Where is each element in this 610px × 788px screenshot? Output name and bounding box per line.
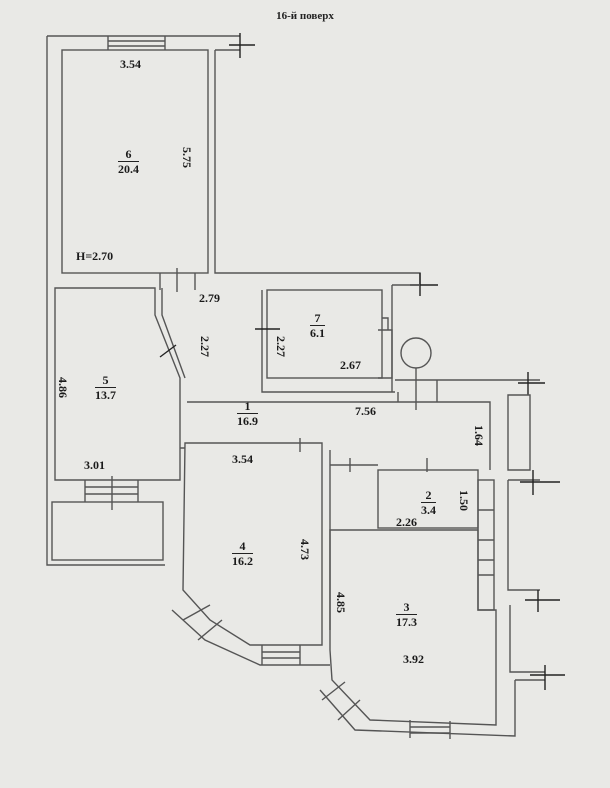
room-5-label: 5 13.7 <box>95 373 116 402</box>
dim-corridor-width: 2.79 <box>199 291 220 305</box>
dim-room7-length: 2.27 <box>274 336 288 357</box>
dim-room5-length: 4.86 <box>56 377 70 398</box>
room-2-label: 2 3.4 <box>421 488 436 517</box>
dim-room7-width: 2.67 <box>340 358 361 372</box>
room-5-outline <box>54 287 181 481</box>
ceiling-height: H=2.70 <box>76 249 114 263</box>
dim-room6-width: 3.54 <box>120 57 141 71</box>
dim-room4-length: 4.73 <box>298 539 312 560</box>
dim-room5-width: 3.01 <box>84 458 105 472</box>
dim-room3-width: 3.92 <box>403 652 424 666</box>
dim-corridor-length: 2.27 <box>198 336 212 357</box>
room-3-outline <box>329 529 497 726</box>
dim-room3-length: 4.85 <box>334 592 348 613</box>
room-6-outline <box>61 49 209 274</box>
room-7-outline <box>266 289 383 379</box>
dim-room4-width: 3.54 <box>232 452 253 466</box>
room-3-label: 3 17.3 <box>396 600 417 629</box>
floor-title: 16-й поверх <box>276 10 334 22</box>
dim-hall-length: 7.56 <box>355 404 376 418</box>
room-4-label: 4 16.2 <box>232 539 253 568</box>
room-7-label: 7 6.1 <box>310 311 325 340</box>
room-6-label: 6 20.4 <box>118 147 139 176</box>
room-4-outline <box>182 442 323 646</box>
dim-room2-width: 2.26 <box>396 515 417 529</box>
dim-room6-length: 5.75 <box>180 147 194 168</box>
hall-outline <box>187 401 491 470</box>
room-1-label: 1 16.9 <box>237 399 258 428</box>
dim-room2-length: 1.50 <box>457 490 471 511</box>
dim-hall-width: 1.64 <box>472 425 486 446</box>
